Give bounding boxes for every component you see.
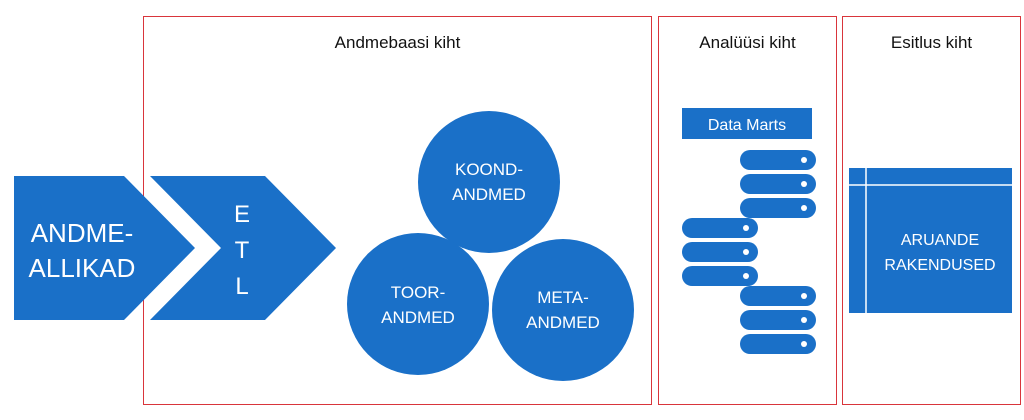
data-marts-banner: Data Marts [682, 108, 812, 139]
raw-data-label-2: ANDMED [381, 308, 455, 327]
raw-data-label-1: TOOR- [391, 283, 445, 302]
data-marts-label: Data Marts [708, 117, 786, 134]
raw-data-circle: TOOR- ANDMED [347, 233, 489, 375]
meta-data-circle: META- ANDMED [492, 239, 634, 381]
report-applications-window: ARUANDE RAKENDUSED [849, 168, 1012, 313]
data-sources-arrow: ANDME- ALLIKAD [14, 176, 195, 320]
meta-data-label-2: ANDMED [526, 313, 600, 332]
analysis-layer-title: Analüüsi kiht [699, 33, 796, 52]
summary-data-label-1: KOOND- [455, 160, 523, 179]
presentation-layer-panel: Esitlus kiht [842, 16, 1021, 405]
presentation-layer-title: Esitlus kiht [890, 33, 973, 52]
etl-letter-e: E [234, 201, 250, 228]
meta-data-label-1: META- [537, 288, 589, 307]
data-sources-label-2: ALLIKAD [29, 253, 136, 283]
report-applications-label-2: RAKENDUSED [884, 257, 995, 274]
report-applications-label-1: ARUANDE [901, 232, 979, 249]
etl-chevron: E T L [150, 176, 336, 320]
etl-letter-l: L [235, 273, 248, 300]
summary-data-label-2: ANDMED [452, 185, 526, 204]
etl-letter-t: T [235, 237, 250, 264]
database-icon [682, 218, 758, 286]
database-icon [740, 286, 816, 354]
database-icon [740, 150, 816, 218]
summary-data-circle: KOOND- ANDMED [418, 111, 560, 253]
database-layer-title: Andmebaasi kiht [334, 33, 461, 52]
data-sources-label-1: ANDME- [31, 218, 134, 248]
analysis-layer-panel: Analüüsi kiht [658, 16, 837, 405]
